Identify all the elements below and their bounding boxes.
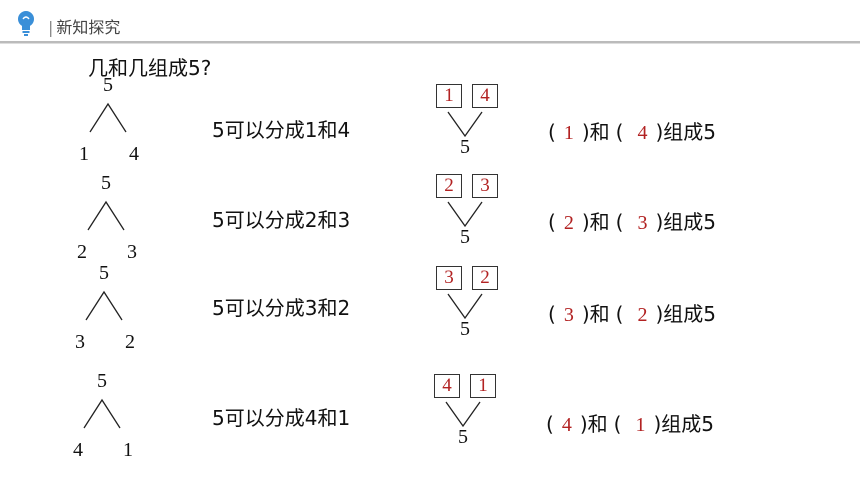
combine-branches [447, 201, 483, 228]
tree-part-right: 2 [125, 331, 135, 353]
tree-part-right: 1 [123, 439, 133, 461]
combine-tree: 3 2 5 [432, 266, 504, 350]
lightbulb-icon [18, 11, 34, 36]
combine-whole: 5 [460, 318, 470, 340]
combine-branches [445, 401, 481, 428]
answer-line: (3)和(2)组成5 [548, 302, 716, 326]
answer-left: 2 [563, 212, 574, 234]
answer-line: (4)和(1)组成5 [546, 412, 714, 436]
answer-line: (1)和(4)组成5 [548, 120, 716, 144]
tree-branches [89, 102, 127, 133]
part-box-right: 1 [470, 374, 496, 398]
tree-part-left: 4 [73, 439, 83, 461]
part-box-right: 2 [472, 266, 498, 290]
split-tree: 5 2 3 [76, 172, 137, 263]
combine-tree: 4 1 5 [430, 374, 502, 458]
tree-part-left: 3 [75, 331, 85, 353]
header-bar: |新知探究 [0, 0, 860, 46]
tree-branches [83, 398, 121, 429]
tree-whole: 5 [97, 370, 107, 392]
answer-left: 3 [563, 304, 574, 326]
answer-right: 3 [637, 212, 648, 234]
tree-branches [85, 290, 123, 321]
tree-part-left: 1 [79, 143, 89, 165]
section-title: |新知探究 [48, 18, 121, 37]
answer-left: 1 [563, 122, 574, 144]
tree-whole: 5 [103, 74, 113, 96]
answer-right: 4 [637, 122, 648, 144]
split-tree: 5 3 2 [74, 262, 135, 353]
part-box-right: 4 [472, 84, 498, 108]
answer-right: 2 [637, 304, 648, 326]
part-box-right: 3 [472, 174, 498, 198]
tree-whole: 5 [101, 172, 111, 194]
split-sentence: 5可以分成3和2 [212, 296, 351, 320]
part-box-left: 3 [436, 266, 462, 290]
combine-branches [447, 293, 483, 320]
combine-tree: 1 4 5 [432, 84, 504, 168]
answer-line: (2)和(3)组成5 [548, 210, 716, 234]
combine-branches [447, 111, 483, 138]
combine-whole: 5 [458, 426, 468, 448]
part-box-left: 4 [434, 374, 460, 398]
tree-branches [87, 200, 125, 231]
split-tree: 5 4 1 [72, 370, 133, 461]
tree-part-right: 3 [127, 241, 137, 263]
combine-whole: 5 [460, 226, 470, 248]
part-box-left: 1 [436, 84, 462, 108]
split-sentence: 5可以分成4和1 [212, 406, 351, 430]
question-text: 几和几组成5? [88, 56, 212, 80]
combine-tree: 2 3 5 [432, 174, 504, 258]
answer-left: 4 [561, 414, 572, 436]
split-sentence: 5可以分成2和3 [212, 208, 351, 232]
split-sentence: 5可以分成1和4 [212, 118, 351, 142]
header-divider [0, 41, 860, 44]
answer-right: 1 [635, 414, 646, 436]
tree-part-left: 2 [77, 241, 87, 263]
combine-whole: 5 [460, 136, 470, 158]
tree-part-right: 4 [129, 143, 139, 165]
tree-whole: 5 [99, 262, 109, 284]
part-box-left: 2 [436, 174, 462, 198]
split-tree: 5 1 4 [78, 74, 139, 165]
